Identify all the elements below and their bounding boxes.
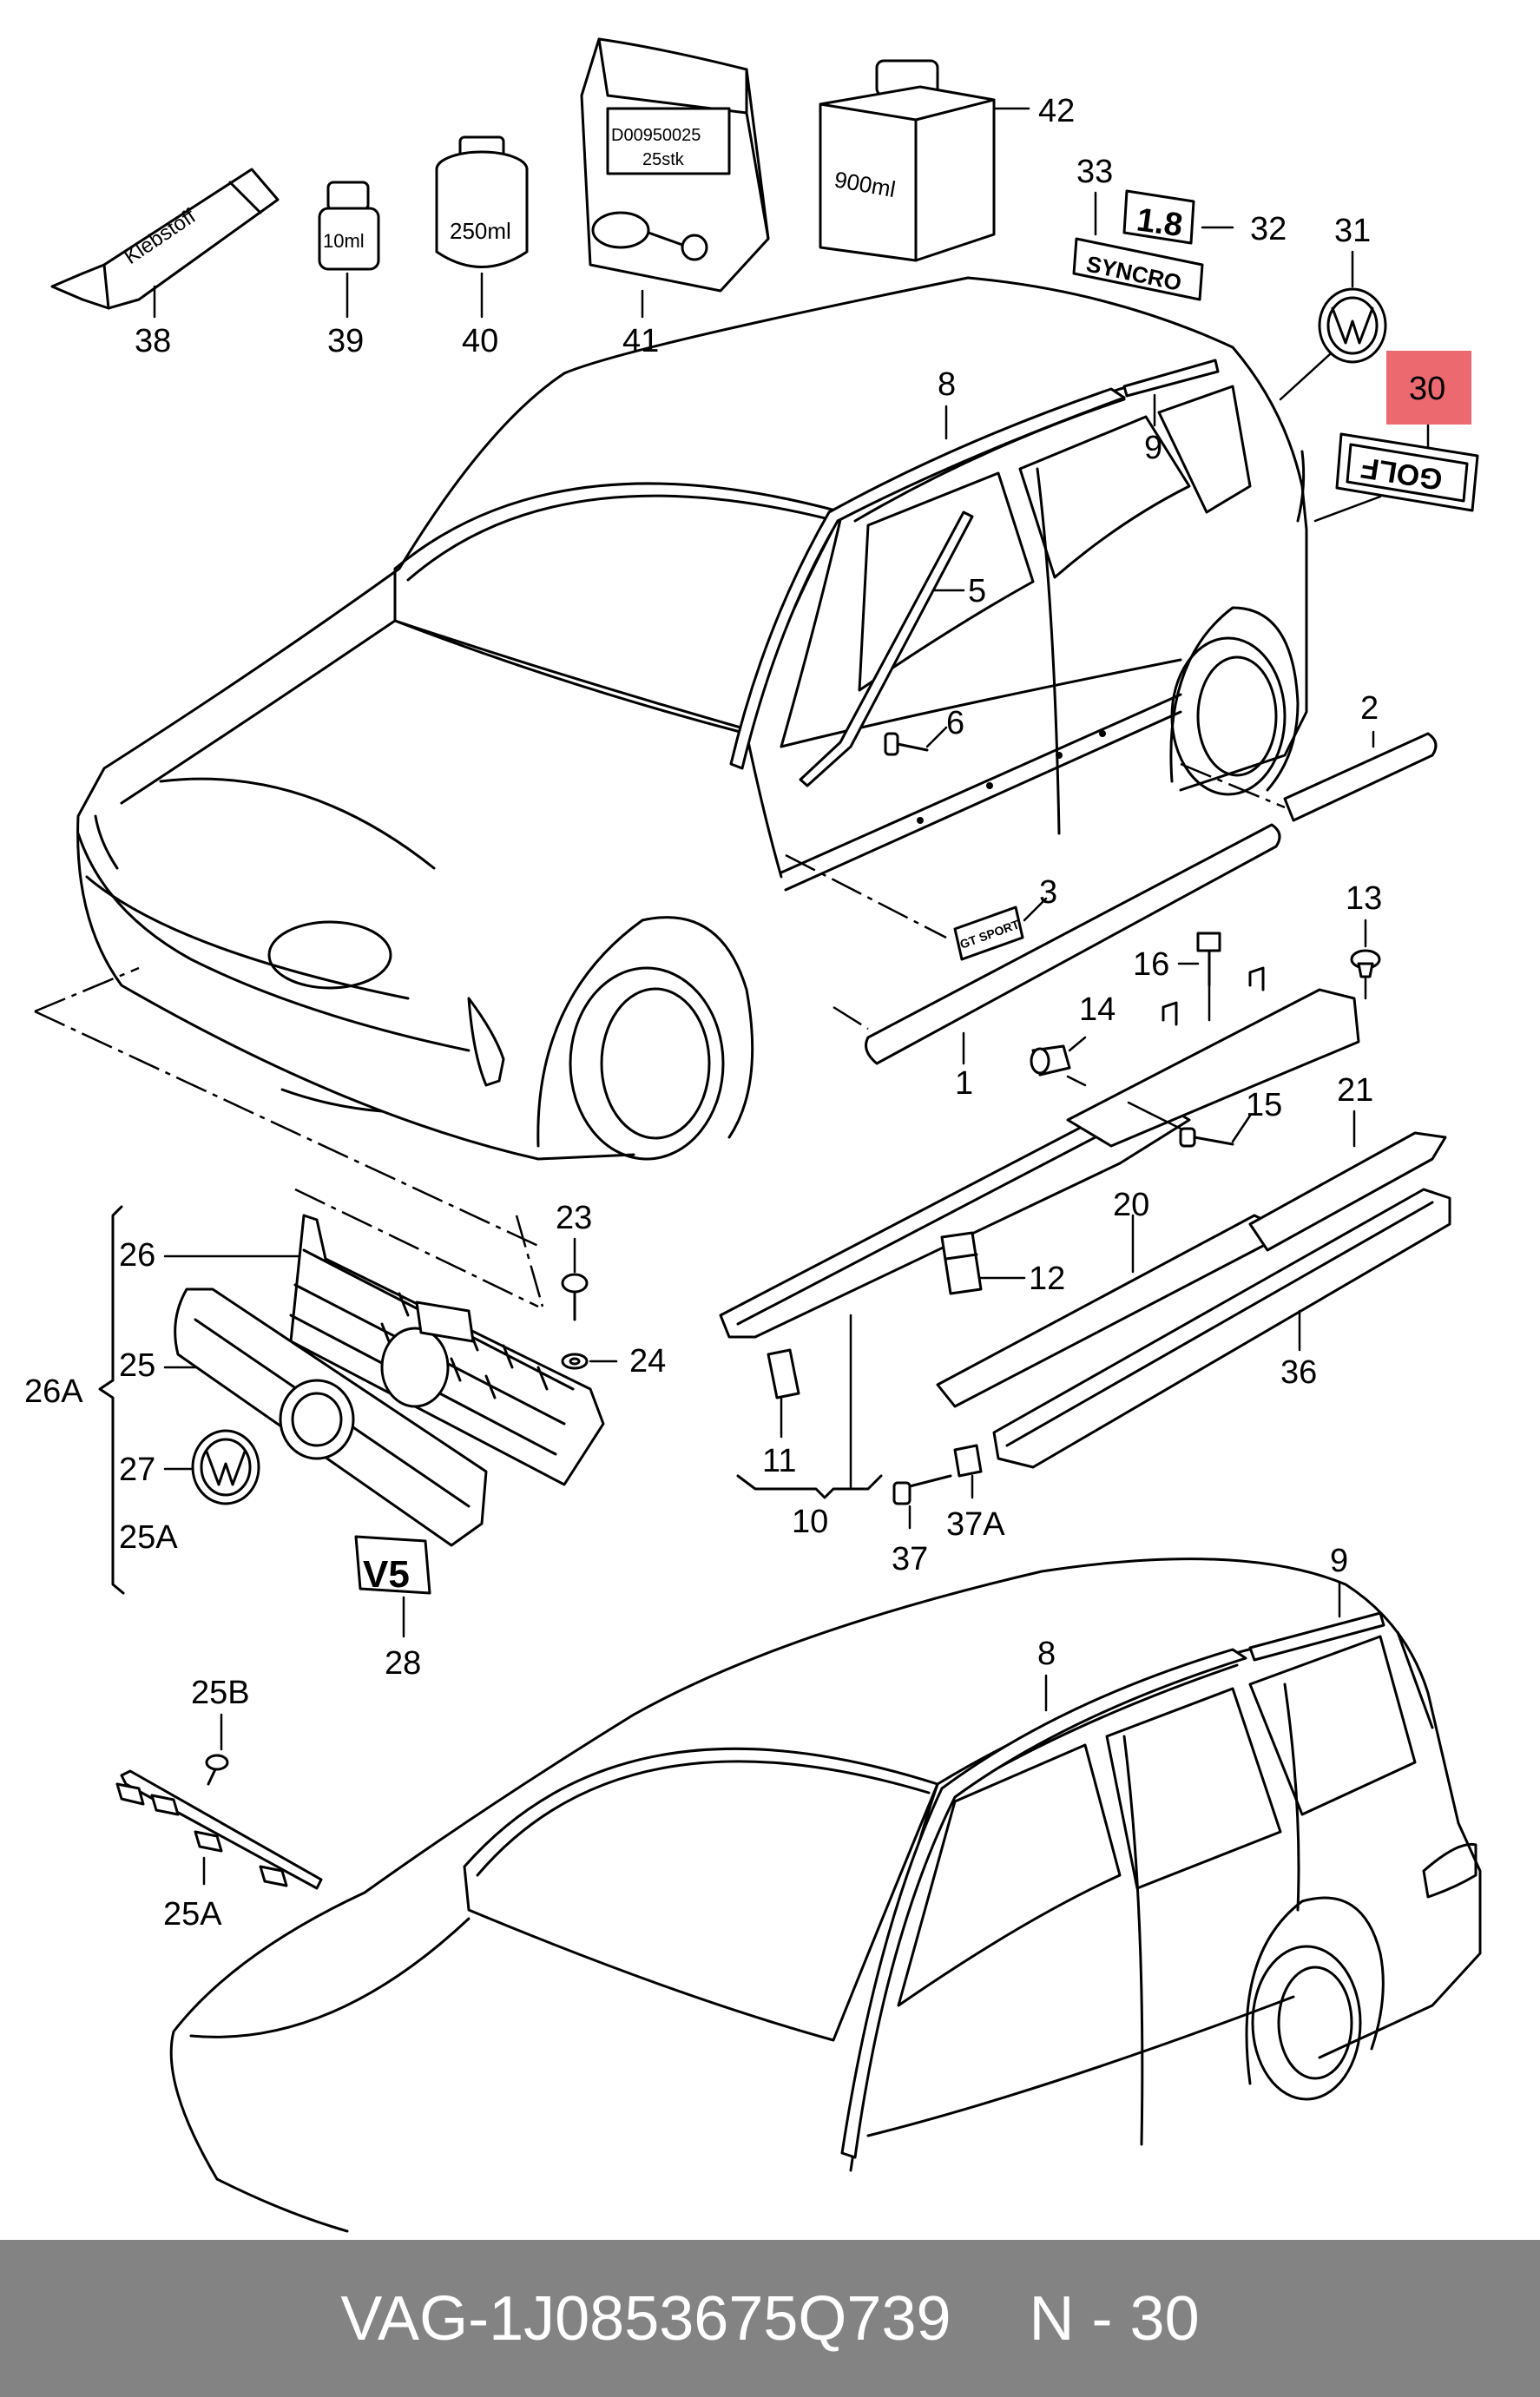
bag-code-label: D00950025 [611, 126, 701, 145]
callout-13: 13 [1346, 880, 1382, 917]
callout-30: 30 [1409, 371, 1445, 407]
rear-door-moulding [1283, 732, 1438, 822]
v5-label: V5 [363, 1553, 410, 1596]
small-bottle: 10ml [318, 181, 380, 271]
callout-15: 15 [1246, 1087, 1282, 1123]
callout-26A: 26A [24, 1373, 83, 1410]
callout-9: 9 [1144, 430, 1162, 466]
callout-8: 8 [938, 366, 956, 403]
clip-25B [205, 1754, 229, 1786]
badge-1-8-label: 1.8 [1135, 201, 1185, 244]
roof-moulding-estate [840, 1648, 1247, 2159]
screw-6 [884, 732, 929, 756]
callout-25A-b: 25A [163, 1896, 222, 1933]
callout-25A: 25A [119, 1519, 178, 1556]
syncro-badge: SYNCRO [1072, 237, 1204, 301]
callout-38: 38 [135, 323, 171, 359]
hatchback-car [76, 276, 1308, 1161]
paste-jar: 250ml [435, 135, 529, 268]
position-label: N - 30 [1029, 2283, 1200, 2354]
callout-1: 1 [955, 1065, 973, 1102]
callout-21: 21 [1337, 1072, 1373, 1109]
nut-37A [953, 1444, 983, 1478]
callout-31: 31 [1334, 213, 1371, 249]
golf-badge: GOLF [1335, 432, 1479, 512]
callout-33: 33 [1076, 154, 1113, 190]
callout-30-highlight [1386, 351, 1471, 425]
callout-28: 28 [385, 1645, 421, 1682]
callout-32: 32 [1250, 211, 1287, 247]
callout-40: 40 [462, 323, 498, 359]
callout-16: 16 [1133, 946, 1169, 983]
retaining-strip-25A [115, 1769, 323, 1890]
callout-25: 25 [119, 1347, 155, 1384]
v5-badge: V5 [354, 1535, 431, 1596]
callout-11: 11 [762, 1443, 796, 1479]
sill-panel-21 [1248, 1131, 1447, 1252]
washer-24 [561, 1353, 589, 1370]
callout-14: 14 [1079, 991, 1116, 1028]
clip-12 [940, 1231, 983, 1295]
callout-5: 5 [968, 573, 986, 609]
callout-24: 24 [629, 1343, 666, 1380]
clip-11 [767, 1348, 800, 1399]
separator: - [468, 2283, 490, 2354]
brand-label: VAG [340, 2283, 469, 2354]
screw-37 [892, 1474, 952, 1505]
engine-badge-1-8: 1.8 [1122, 189, 1195, 245]
callout-37A: 37A [946, 1506, 1005, 1543]
callout-42: 42 [1038, 93, 1075, 129]
footer-bar: VAG - 1J0853675Q739 N - 30 [0, 2240, 1540, 2397]
callout-25B: 25B [191, 1675, 250, 1711]
vw-emblem-rear [1318, 287, 1387, 364]
roof-end-strip [1122, 359, 1220, 398]
screw-16 [1196, 932, 1221, 987]
callout-36: 36 [1280, 1354, 1317, 1391]
plug-13 [1350, 949, 1381, 978]
callout-23: 23 [556, 1200, 592, 1236]
grille-bracket-26A [98, 1205, 125, 1595]
sill-bracket [1066, 988, 1360, 1148]
jar-label: 250ml [450, 218, 511, 244]
front-door-moulding [865, 823, 1281, 1065]
callout-39: 39 [327, 323, 364, 359]
gt-sport-badge: GT SPORT [953, 905, 1024, 961]
small-bottle-label: 10ml [323, 230, 365, 252]
bag-qty-label: 25stk [642, 150, 685, 169]
primer-canister: 900ml [819, 59, 996, 262]
roof-end-strip-estate [1248, 1611, 1385, 1662]
part-number: 1J0853675Q739 [489, 2283, 951, 2354]
callout-6: 6 [946, 705, 964, 741]
callout-20: 20 [1113, 1187, 1149, 1223]
glue-tube: Klebstoff [50, 168, 280, 310]
callout-12: 12 [1029, 1261, 1065, 1297]
grille-26 [289, 1214, 605, 1486]
callout-10: 10 [792, 1504, 828, 1540]
callout-27: 27 [119, 1452, 155, 1488]
wiper-blade [799, 510, 974, 787]
clip-14 [1030, 1044, 1071, 1077]
clip-bag: D00950025 25stk [580, 37, 770, 293]
parts-diagram: Klebstoff 38 10ml 39 250ml 40 D00950025 … [24, 37, 1482, 2233]
estate-car [169, 1557, 1482, 2233]
roof-moulding [729, 387, 1126, 770]
screw-23 [561, 1273, 589, 1321]
callout-2: 2 [1360, 690, 1379, 727]
vw-emblem-front [191, 1429, 260, 1505]
callout-26: 26 [119, 1237, 155, 1274]
callout-8b: 8 [1037, 1636, 1056, 1672]
callout-9b: 9 [1330, 1543, 1348, 1579]
screw-15 [1179, 1127, 1234, 1148]
grille-frame-25 [174, 1287, 488, 1547]
callout-37: 37 [892, 1541, 928, 1577]
callout-3: 3 [1039, 874, 1057, 911]
